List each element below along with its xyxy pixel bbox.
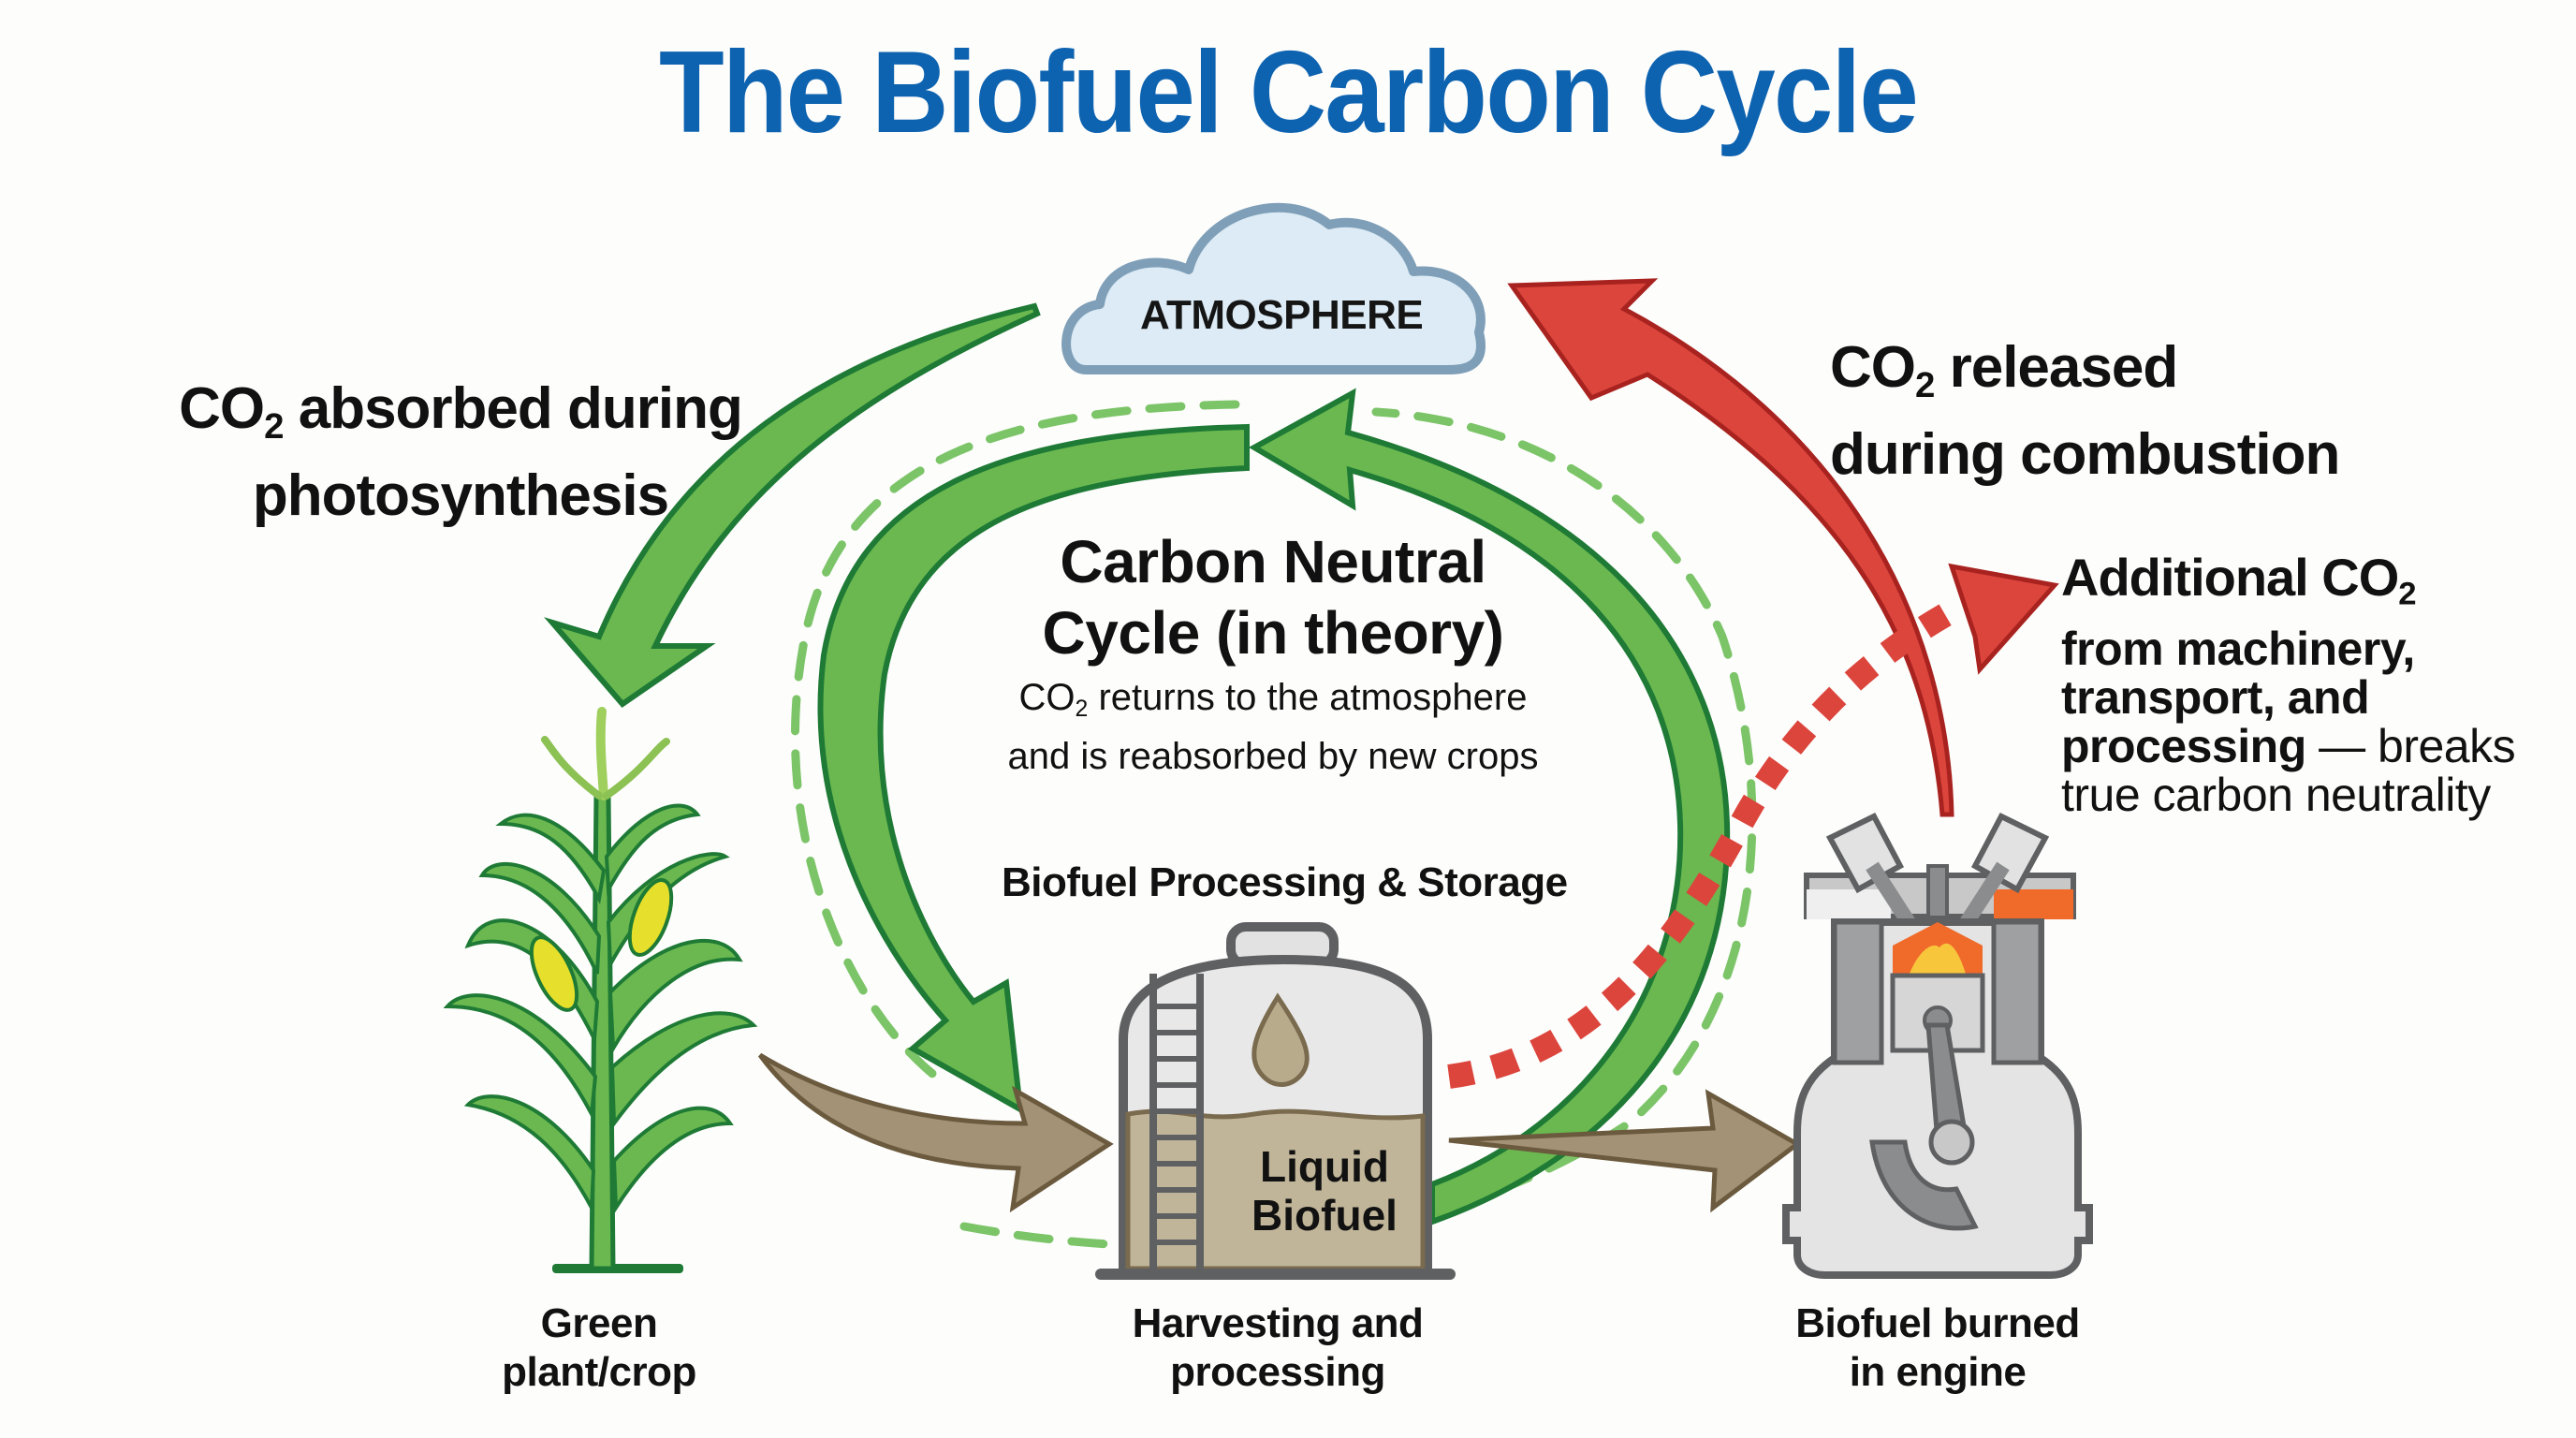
neutral-cycle-arrow-down xyxy=(817,423,1250,1115)
stage-label-engine: Biofuel burned in engine xyxy=(1795,1300,2080,1395)
released-annotation: CO2 released during combustion xyxy=(1830,335,2340,487)
stage-label-harvest: Harvesting and processing xyxy=(1132,1300,1424,1395)
harvest-arrow xyxy=(757,1052,1114,1213)
photosynthesis-arrow xyxy=(544,302,1041,708)
corn-plant-icon xyxy=(443,707,758,1273)
additional-co2-arrowhead xyxy=(1948,563,2059,675)
atmosphere-label: ATMOSPHERE xyxy=(1140,292,1424,338)
absorbed-annotation: CO2 absorbed during photosynthesis xyxy=(179,376,743,528)
neutral-cycle-label: Carbon Neutral Cycle (in theory) CO2 ret… xyxy=(1007,528,1539,777)
fuel-drop-icon xyxy=(1251,992,1310,1087)
additional-co2-annotation: Additional CO2 from machinery, transport… xyxy=(2061,548,2516,821)
stage-label-plant: Green plant/crop xyxy=(502,1300,696,1395)
storage-heading: Biofuel Processing & Storage xyxy=(1002,859,1568,905)
storage-tank-icon xyxy=(1095,922,1456,1280)
engine-piston-icon xyxy=(1782,813,2093,1279)
tank-label: Liquid Biofuel xyxy=(1251,1142,1398,1240)
cloud-icon xyxy=(1061,202,1486,374)
page-title: The Biofuel Carbon Cycle xyxy=(658,28,1919,157)
